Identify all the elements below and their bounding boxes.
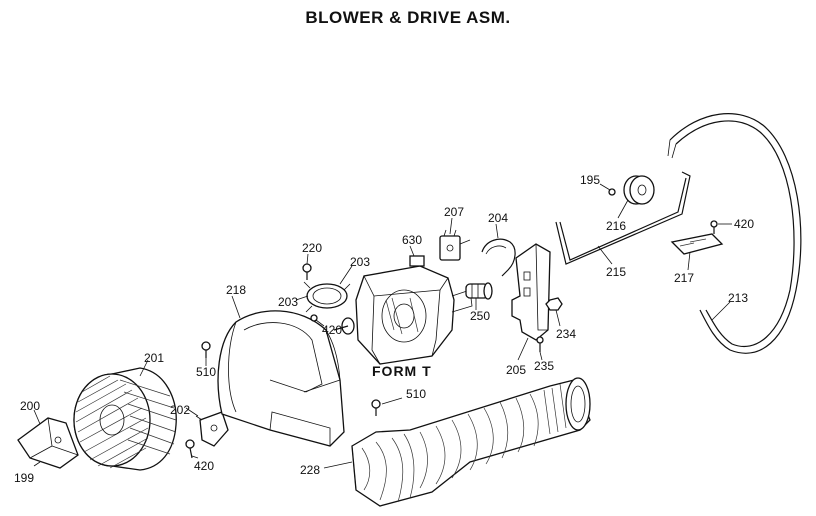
label-203-top: 203 xyxy=(350,255,370,269)
nut-234-drawing xyxy=(545,297,563,311)
label-250: 250 xyxy=(470,309,490,323)
idler-pulley-216-drawing xyxy=(623,175,655,205)
blower-housing-218-drawing xyxy=(217,310,345,447)
screw-235-drawing xyxy=(536,336,544,352)
switch-207-drawing xyxy=(439,229,471,261)
leader-lines xyxy=(33,183,732,469)
label-202: 202 xyxy=(170,403,190,417)
label-207: 207 xyxy=(444,205,464,219)
label-217: 217 xyxy=(674,271,694,285)
pulley-250-drawing xyxy=(465,282,493,300)
label-235: 235 xyxy=(534,359,554,373)
drive-belt-213-drawing xyxy=(667,113,802,354)
screw-510-left-drawing xyxy=(201,341,211,358)
label-510-left: 510 xyxy=(196,365,216,379)
label-420-right: 420 xyxy=(734,217,754,231)
label-204: 204 xyxy=(488,211,508,225)
exhaust-duct-228-drawing xyxy=(351,377,591,507)
label-213: 213 xyxy=(728,291,748,305)
label-420-mid: 420 xyxy=(322,323,342,337)
motor-bracket-205-drawing xyxy=(511,243,551,341)
label-630: 630 xyxy=(402,233,422,247)
label-216: 216 xyxy=(606,219,626,233)
blower-wheel-201-drawing xyxy=(73,367,177,471)
label-203-left: 203 xyxy=(278,295,298,309)
label-420-lower: 420 xyxy=(194,459,214,473)
label-234: 234 xyxy=(556,327,576,341)
plate-217-drawing xyxy=(670,233,724,255)
label-510-center: 510 xyxy=(406,387,426,401)
label-220: 220 xyxy=(302,241,322,255)
screw-220-drawing xyxy=(302,263,312,280)
form-label: FORM T xyxy=(372,363,432,379)
bracket-200-drawing xyxy=(17,417,79,469)
label-195: 195 xyxy=(580,173,600,187)
label-200: 200 xyxy=(20,399,40,413)
label-201: 201 xyxy=(144,351,164,365)
screw-420-lower-drawing xyxy=(185,439,195,459)
label-205: 205 xyxy=(506,363,526,377)
washer-195-drawing xyxy=(608,188,616,196)
label-215: 215 xyxy=(606,265,626,279)
motor-mount-203-drawing xyxy=(303,281,351,313)
clip-204-drawing xyxy=(481,238,516,277)
motor-630-drawing xyxy=(333,255,473,365)
diagram-title: BLOWER & DRIVE ASM. xyxy=(305,8,511,27)
screw-420-right-drawing xyxy=(710,220,718,234)
screw-420-mid-drawing xyxy=(310,314,318,322)
label-199: 199 xyxy=(14,471,34,485)
idler-arm-215-drawing xyxy=(555,171,691,265)
screw-510-center-drawing xyxy=(371,399,381,416)
label-218: 218 xyxy=(226,283,246,297)
bracket-202-drawing xyxy=(195,411,229,447)
label-228: 228 xyxy=(300,463,320,477)
